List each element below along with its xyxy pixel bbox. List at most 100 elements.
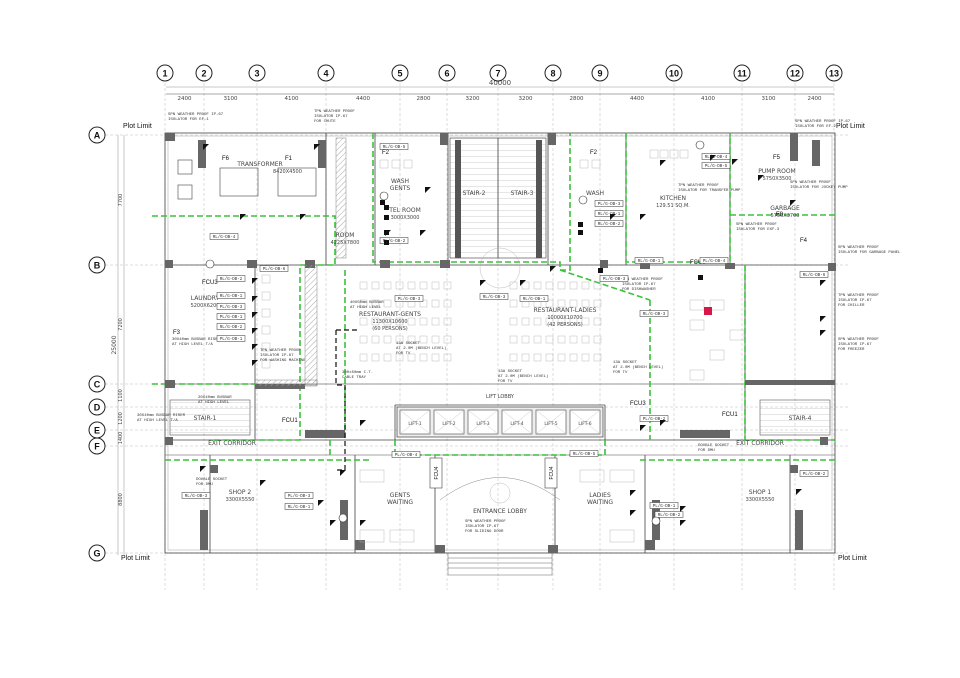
table [419,353,428,362]
socket-outlet-symbol [640,425,646,431]
socket-outlet-symbol [630,490,636,496]
circuit-tag-label: PL/G-DB-3 [288,494,311,499]
lift-car: LIFT-2 [433,409,465,435]
table [431,335,440,344]
sanitary-fixture [649,149,659,159]
stair-1-label: STAIR-1 [194,415,217,422]
column-bubble-label: 11 [737,69,747,79]
table [395,317,404,326]
sofa [389,529,415,543]
table [557,299,566,308]
row-spacing: 1200 [118,412,124,425]
structural-column [548,133,556,145]
table [419,281,428,290]
column-bubble: 3 [248,64,266,82]
sofa [359,529,385,543]
circuit-tag-label: PL/G-DB-3 [220,305,243,310]
room-label: ROOM [336,232,355,239]
circuit-tag-label: RL/G-DB-1 [288,505,311,510]
transformers [177,159,317,200]
ladies-waiting-sub: WAITING [587,499,613,506]
circuit-tag: RL/G-DB-3 [639,310,669,317]
socket-outlet-symbol [660,420,666,426]
switch-symbol [384,240,389,245]
row-bubble-label: F [94,442,100,452]
sofa [579,469,605,483]
table [509,317,518,326]
switch-symbol [578,230,583,235]
row-spacing: 8800 [118,493,124,506]
heater-symbol [695,140,705,150]
feature-circle [479,247,521,289]
note-nw-iso: SPN WEATHER PROOF IP-67 [168,113,224,117]
circuit-tag-label: RL/G-DB-4 [213,235,236,240]
structural-column [812,140,820,166]
table [533,335,542,344]
note-dishwasher-b: ISOLATOR IP-67 [622,283,656,287]
note-socket-3: 13A SOCKET [613,361,638,365]
table [521,353,530,362]
kitchen-equipment [709,299,725,311]
note-chiller-b: ISOLATOR IP-67 [838,299,872,303]
circuit-tag: RL/G-DB-6 [799,271,829,278]
plot-limit-label-se: Plot Limit [838,555,867,562]
column-spacing: 3200 [466,96,480,102]
row-bubble: D [88,398,106,416]
column-spacing: 2800 [570,96,584,102]
table [443,317,452,326]
room-labels: TRANSFORMER 8420X4500 ROOM 4225X7800 WAS… [191,161,800,515]
table [569,335,578,344]
column-spacing: 3100 [224,96,238,102]
tag-fcu3-restaurant: FCU3 [630,401,646,407]
table [509,281,518,290]
socket-outlet-symbol [820,316,826,322]
tag-f4: F4 [800,238,808,244]
tag-f9: F9 [776,212,784,218]
circuit-tag-label: PL/G-DB-3 [603,277,626,282]
structural-column [380,260,390,268]
note-freezer: SPN WEATHER PROOF [838,338,879,342]
sanitary-fixture [391,159,401,169]
chair [261,308,271,318]
table [593,281,602,290]
table [557,335,566,344]
column-spacing: 2400 [808,96,822,102]
chair [261,325,271,335]
lift-lobby-label: LIFT LOBBY [486,394,515,400]
column-bubble: 7 [489,64,507,82]
structural-column [790,133,798,161]
row-bubble-label: E [94,426,100,436]
circuit-tag: RL/G-DB-4 [209,233,239,240]
note-sliding-door: SPN WEATHER PROOF [465,520,506,524]
kitchen-equipment [709,349,725,361]
stair-2-label: STAIR-2 [463,190,486,197]
table [593,299,602,308]
circuit-tag: RL/G-DB-2 [594,220,624,227]
socket-outlet-symbol [710,155,716,161]
circuit-tag-label: RL/G-DB-3 [643,312,666,317]
column-bubble-label: 12 [790,69,800,79]
structural-column [435,545,445,553]
transformer-label: TRANSFORMER [236,161,282,168]
circuit-tag-label: RL/G-DB-1 [598,212,621,217]
structural-column [305,260,315,268]
exit-corridor-right-label: EXIT CORRIDOR [736,440,784,447]
note-busbar-2: 30X40mm BUSBAR RISER [172,338,221,342]
table [557,353,566,362]
table [419,317,428,326]
table [383,317,392,326]
column-spacing: 4100 [285,96,299,102]
sofa [359,469,385,483]
table [521,317,530,326]
circuit-tag: RL/G-DB-2 [216,323,246,330]
socket-outlet-symbol [420,230,426,236]
heater-symbol [338,513,348,523]
table [359,281,368,290]
note-socket-3b: AT 2.0M (BENCH LEVEL) [613,365,663,370]
switch-symbol [598,268,603,273]
row-bubble-label: D [94,403,101,413]
structural-column [600,260,608,268]
table [383,335,392,344]
table [545,299,554,308]
socket-outlet-symbol [680,520,686,526]
